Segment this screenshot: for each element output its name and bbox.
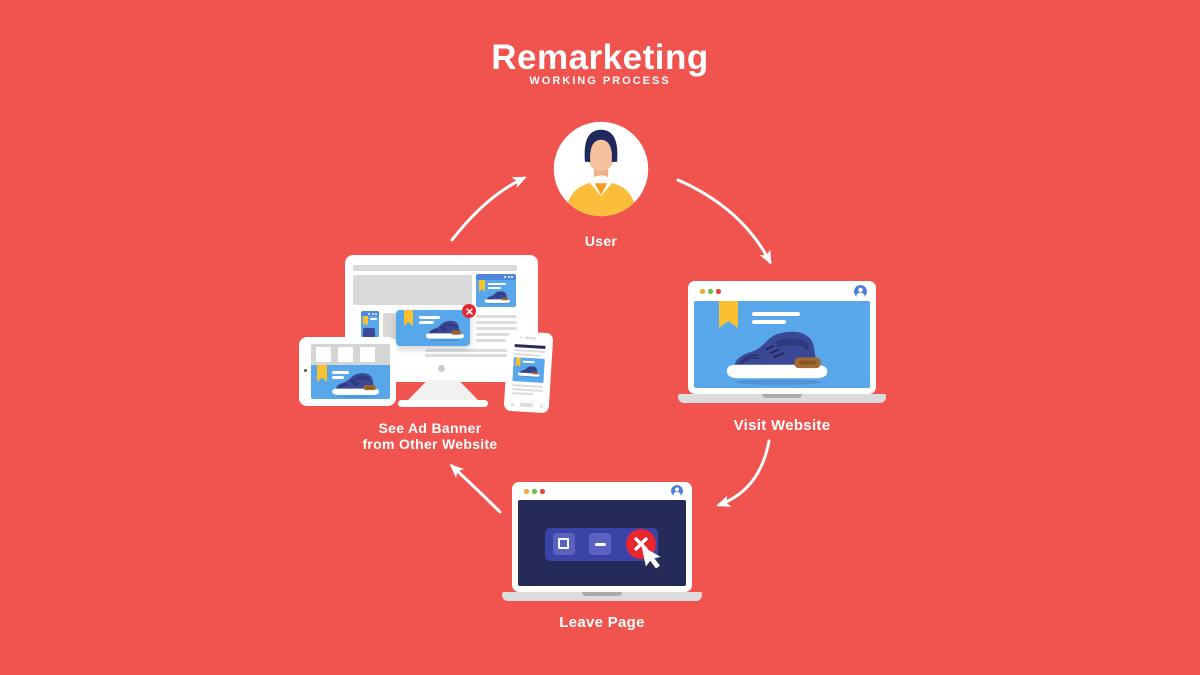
bookmark-icon bbox=[363, 316, 368, 326]
text-line-placeholder bbox=[476, 327, 517, 330]
product-page bbox=[694, 301, 870, 388]
popup-close-button bbox=[462, 304, 476, 318]
ad-card-header bbox=[476, 274, 516, 280]
browser-dots-icon bbox=[524, 489, 545, 494]
phone-screen bbox=[509, 342, 547, 401]
page-subtitle: WORKING PROCESS bbox=[529, 75, 671, 87]
profile-icon bbox=[671, 485, 683, 497]
monitor-logo-icon bbox=[438, 365, 445, 372]
see-ad-banner-label-line1: See Ad Banner bbox=[378, 420, 482, 436]
ad-text-line bbox=[332, 376, 344, 379]
text-line-placeholder bbox=[514, 353, 541, 357]
nav-bar-placeholder bbox=[353, 265, 517, 271]
ad-banner bbox=[311, 365, 390, 399]
ad-text-line bbox=[419, 321, 434, 324]
arrow-user-to-visit bbox=[676, 178, 772, 265]
monitor-stand bbox=[408, 380, 478, 400]
thumbnail-placeholder bbox=[360, 347, 375, 362]
arrow-visit-to-leave bbox=[716, 439, 771, 507]
ad-banner bbox=[512, 357, 545, 383]
ad-text-line bbox=[522, 360, 535, 363]
phone-button-dot bbox=[539, 404, 543, 408]
thumbnail-placeholder bbox=[316, 347, 331, 362]
text-line-placeholder bbox=[425, 354, 517, 357]
sneaker-image bbox=[425, 320, 465, 342]
dark-page bbox=[518, 500, 686, 586]
ad-text-line bbox=[488, 287, 501, 289]
user-label: User bbox=[584, 233, 618, 249]
maximize-button bbox=[553, 533, 575, 555]
close-icon bbox=[634, 537, 648, 551]
window-controls-panel bbox=[545, 528, 658, 561]
bookmark-icon bbox=[317, 365, 327, 382]
phone-speaker-icon bbox=[525, 336, 537, 340]
sneaker-image bbox=[484, 290, 511, 305]
ad-card-header bbox=[361, 311, 379, 316]
close-icon bbox=[465, 307, 473, 315]
sneaker-image bbox=[725, 330, 829, 386]
ad-text-line bbox=[419, 316, 440, 319]
browser-dots-icon bbox=[368, 312, 377, 315]
person-icon bbox=[553, 121, 649, 217]
bookmark-icon bbox=[404, 310, 413, 326]
ad-text-line bbox=[332, 371, 349, 374]
hero-placeholder bbox=[353, 275, 472, 305]
ad-text-line bbox=[488, 283, 506, 285]
bookmark-icon bbox=[479, 280, 485, 292]
visit-website-laptop bbox=[688, 281, 876, 394]
page-title: Remarketing bbox=[491, 38, 709, 77]
text-line-placeholder bbox=[476, 333, 517, 336]
tablet-camera-icon bbox=[304, 369, 307, 372]
phone-button-dot bbox=[510, 402, 514, 406]
text-line-placeholder bbox=[476, 339, 506, 342]
ad-text-line bbox=[370, 318, 377, 320]
minimize-icon bbox=[594, 543, 606, 546]
tablet-screen bbox=[311, 344, 390, 399]
ad-text-line bbox=[752, 320, 786, 324]
header-placeholder bbox=[514, 344, 546, 349]
ad-card bbox=[474, 272, 518, 309]
minimize-button bbox=[589, 533, 611, 555]
ad-card-body bbox=[476, 280, 516, 307]
phone-home-button bbox=[519, 402, 534, 408]
sneaker-image bbox=[331, 372, 380, 399]
ad-card bbox=[359, 309, 381, 345]
monitor-stand-base bbox=[398, 400, 488, 407]
arrow-leave-to-banner bbox=[449, 463, 502, 514]
laptop-base bbox=[678, 394, 886, 403]
popup-ad-banner bbox=[396, 304, 476, 346]
text-line-placeholder bbox=[476, 315, 517, 318]
phone bbox=[503, 330, 554, 414]
leave-page-laptop bbox=[512, 482, 692, 592]
cursor-icon bbox=[641, 542, 663, 571]
text-line-placeholder bbox=[476, 321, 517, 324]
visit-website-label: Visit Website bbox=[733, 417, 831, 434]
phone-camera-icon bbox=[520, 336, 523, 339]
thumbnail-placeholder bbox=[338, 347, 353, 362]
text-line-placeholder bbox=[425, 349, 517, 352]
laptop-base-notch bbox=[762, 394, 802, 398]
laptop-base-notch bbox=[582, 592, 622, 596]
bookmark-icon bbox=[719, 301, 738, 328]
text-line-placeholder bbox=[511, 392, 534, 396]
laptop-base bbox=[502, 592, 702, 601]
ad-text-line bbox=[752, 312, 800, 316]
ad-card-body bbox=[361, 316, 379, 343]
browser-dots-icon bbox=[504, 276, 513, 278]
tablet bbox=[299, 337, 396, 406]
gallery-placeholder bbox=[311, 344, 390, 365]
user-avatar bbox=[552, 120, 650, 218]
maximize-icon bbox=[558, 538, 569, 549]
profile-icon bbox=[854, 285, 867, 298]
browser-dots-icon bbox=[700, 289, 721, 294]
arrow-banner-to-user bbox=[450, 176, 527, 242]
see-ad-banner-label-line2: from Other Website bbox=[362, 436, 498, 452]
sneaker-image bbox=[517, 365, 541, 379]
see-ad-banner-label: See Ad Banner from Other Website bbox=[330, 420, 530, 452]
leave-page-label: Leave Page bbox=[559, 614, 645, 631]
